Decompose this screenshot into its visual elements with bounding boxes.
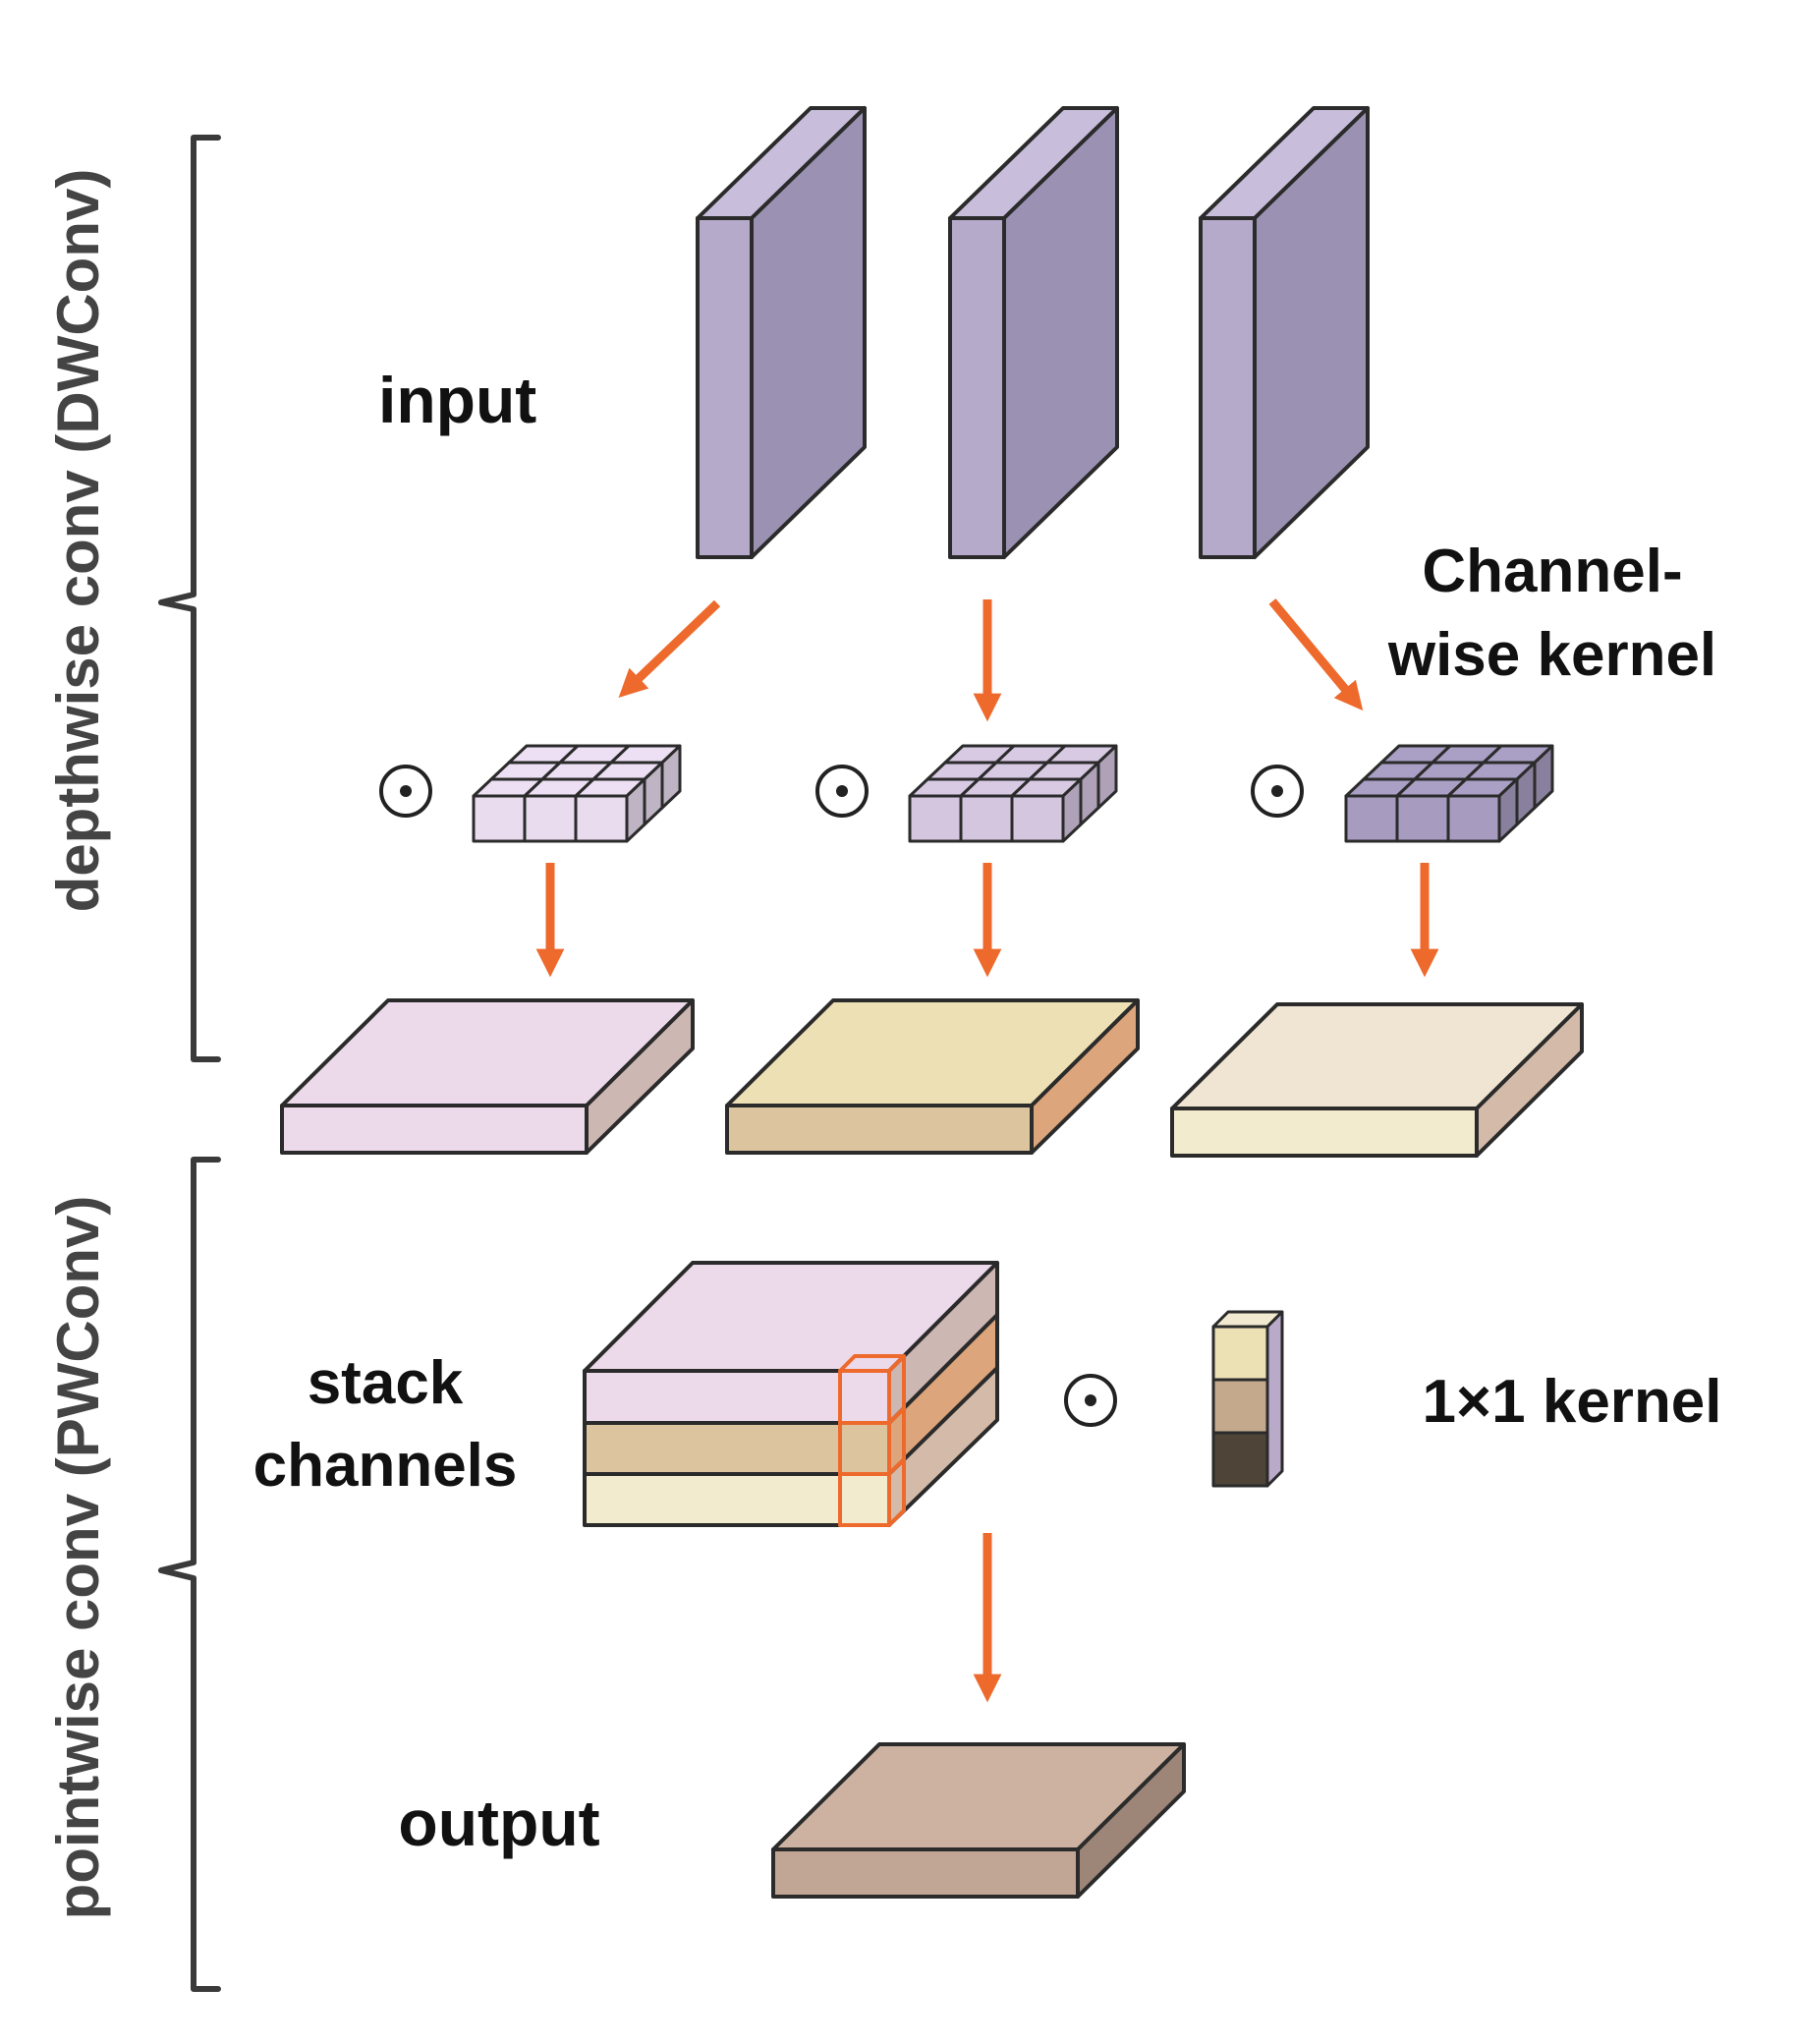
- arrow-input-to-kernel-3: [1268, 598, 1364, 711]
- output-label: output: [398, 1787, 599, 1859]
- kernel-cell-side: [660, 744, 682, 810]
- output-feature-map: [771, 1742, 1186, 1899]
- depthwise-feature-map-2: [725, 998, 1140, 1155]
- channelwise-kernel-1: [472, 744, 682, 843]
- depthwise-feature-map-1: [280, 998, 695, 1155]
- kernel-cell-front: [1344, 794, 1399, 843]
- operator-symbol-3: [1251, 765, 1304, 818]
- pointwise-bracket: [158, 1157, 221, 1992]
- kernel-cell-front: [959, 794, 1014, 843]
- arrow-input-to-kernel-1: [618, 599, 721, 698]
- channelwise-kernel-3: [1344, 744, 1554, 843]
- depthwise-side-label: depthwise conv (DWConv): [45, 169, 111, 913]
- pointwise-1x1-kernel: [1211, 1310, 1284, 1488]
- input-channel-1: [696, 106, 867, 559]
- kernel-cell-front: [1010, 794, 1065, 843]
- operator-symbol-4: [1064, 1374, 1117, 1427]
- pointwise-side-label: pointwise conv (PWConv): [45, 1196, 111, 1920]
- stack-channels-label-line2: channels: [253, 1432, 518, 1500]
- kernel-cell-side: [1533, 744, 1554, 810]
- depthwise-bracket: [158, 135, 221, 1062]
- kernel-cell-front: [1446, 794, 1501, 843]
- highlighted-pixel-column: [838, 1354, 906, 1527]
- operator-symbol-2: [815, 765, 869, 818]
- kernel-cell-front: [523, 794, 578, 843]
- 1x1-kernel-label: 1×1 kernel: [1422, 1368, 1721, 1436]
- operator-symbol-1: [379, 765, 432, 818]
- stack-channels-label-line1: stack: [308, 1349, 464, 1417]
- input-channel-3: [1199, 106, 1370, 559]
- kernel-cell-side: [1096, 744, 1118, 810]
- kernel-cell-front: [472, 794, 527, 843]
- depthwise-feature-map-3: [1170, 1002, 1584, 1158]
- kernel-cell-front: [574, 794, 629, 843]
- stacked-channels-block: [583, 1261, 999, 1527]
- input-label: input: [378, 364, 536, 436]
- kernel-cell-front: [1395, 794, 1450, 843]
- channelwise-kernel-label-line2: wise kernel: [1387, 621, 1716, 689]
- channelwise-kernel-label-line1: Channel-: [1422, 538, 1682, 605]
- input-channel-2: [948, 106, 1119, 559]
- kernel-cell-front: [908, 794, 963, 843]
- channelwise-kernel-2: [908, 744, 1118, 843]
